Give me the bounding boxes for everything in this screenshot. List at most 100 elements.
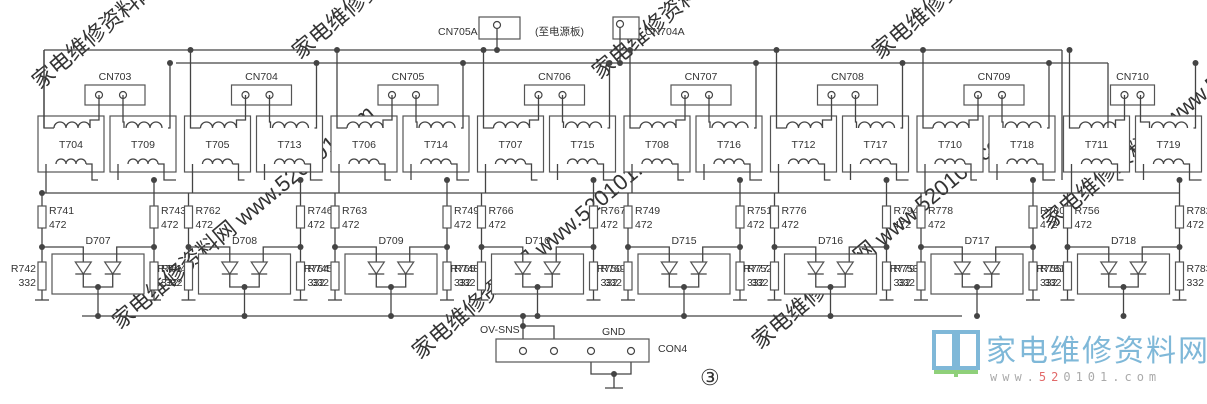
primary-coil [271,121,310,129]
resistor-ref: R755 [1036,263,1061,275]
secondary-coil [859,158,892,165]
diode-wire [628,246,670,262]
secondary-wire [672,163,684,181]
resistor-ref: R779 [890,263,915,275]
connector-label: CN706 [538,71,571,83]
transformer-box [916,115,984,173]
transformer-label: T713 [278,139,302,151]
primary-wire [854,95,858,128]
resistor-value: 472 [454,219,472,231]
diode-icon [982,261,1001,276]
resistor-value: 332 [1044,277,1062,289]
primary-coil [564,121,603,129]
diode-wire [774,246,817,262]
diode-icon [367,261,386,276]
secondary-wire [818,163,831,181]
resistor-top-right [588,205,599,229]
transformer-box [695,115,763,173]
diode-wire [262,246,301,262]
connector-label: CN704 [245,71,278,83]
bottom-bus-junction [974,313,980,319]
secondary-wire [158,163,176,181]
diagonal-watermark: 家电维修资料网 www.520101.com [867,0,1139,64]
resistor-top-left [1062,205,1073,229]
diode-icon [513,261,532,276]
primary-wire [629,50,640,129]
transformer-label: T714 [424,139,448,151]
primary-wire [708,95,711,128]
resistor-ref: R749 [454,205,479,217]
resistor-ref: R745 [308,263,333,275]
resistor-bottom-left [769,261,780,291]
resistor-value: 472 [635,219,653,231]
bus-junction [1192,60,1199,66]
diode-wire [1067,246,1110,262]
primary-coil [346,121,384,129]
secondary-wire [890,163,909,181]
secondary-wire [232,163,245,181]
primary-wire [754,63,757,129]
transformer-label: T709 [131,139,155,151]
primary-wire [561,95,565,128]
primary-coil [199,121,238,129]
transformer-box [37,115,105,173]
transformer-label: T705 [206,139,230,151]
connector-box [377,84,439,106]
resistor-ref: R794 [894,205,919,217]
secondary-wire [597,163,616,181]
con4-box [495,338,650,363]
resistor-top-right [442,205,452,229]
resistor-ref: R751 [747,205,772,217]
resistor-ref: R777 [743,263,768,275]
resistor-ref: R766 [489,205,514,217]
diode-wire [702,246,740,262]
connector-label: CN703 [99,71,132,83]
resistor-value: 472 [342,219,360,231]
diode-wire [995,246,1033,262]
diode-icon [660,261,679,276]
connector-label: CN710 [1116,71,1149,83]
resistor-value: 472 [196,219,214,231]
resistor-value: 332 [308,277,326,289]
diode-label: D709 [378,235,403,247]
primary-wire [968,95,979,128]
bottom-bus-junction [1120,313,1127,319]
connector-box [230,84,293,106]
connector-box [670,84,732,106]
resistor-value: 472 [308,219,326,231]
secondary-coil [127,158,159,165]
diode-icon [220,261,239,276]
diode-label: D718 [1111,235,1136,247]
secondary-coil [348,158,380,165]
resistor-ref: R752 [747,263,772,275]
secondary-wire [1183,163,1202,181]
cn705a-label: CN705A [438,26,478,38]
resistor-top-right [149,205,159,229]
resistor-ref: R744 [161,263,186,275]
transformer-label: T717 [864,139,888,151]
secondary-coil [201,158,234,165]
resistor-ref: R741 [49,205,74,217]
resistor-value: 332 [894,277,912,289]
resistor-top-right [735,205,745,229]
resistor-bottom-right [1174,261,1185,291]
resistor-value: 332 [897,277,915,289]
primary-wire [1139,95,1151,128]
cn704a-pin [615,19,625,29]
secondary-coil [494,158,527,165]
resistor-bottom-left [623,261,633,291]
resistor-top-right [881,205,892,229]
primary-coil [785,121,824,129]
primary-wire [336,50,347,129]
diode-icon [250,261,269,276]
secondary-coil [566,158,599,165]
resistor-value: 472 [489,219,507,231]
cn705a-pin [492,20,502,30]
resistor-ref: R756 [1075,205,1100,217]
primary-coil [857,121,896,129]
diode-label: D716 [818,235,843,247]
top-connectors: CN705A (至电源板) CN704A [438,16,685,40]
primary-wire [382,95,393,128]
